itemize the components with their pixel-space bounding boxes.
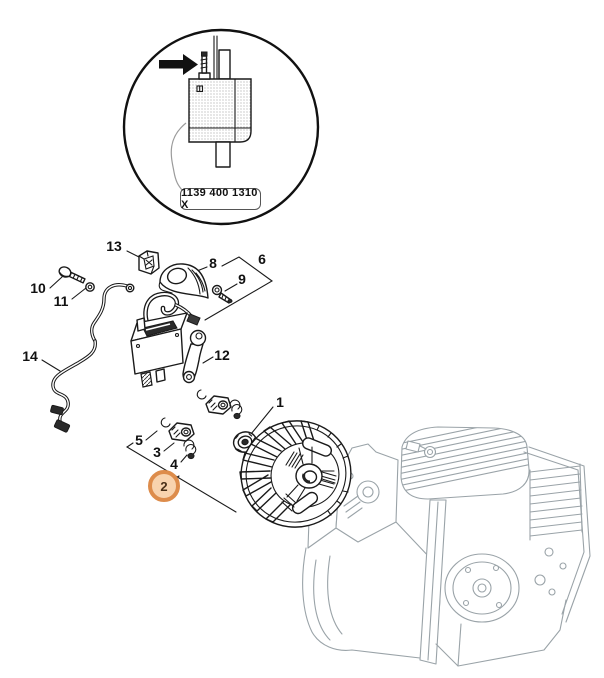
- part-label-8[interactable]: 8: [209, 255, 217, 271]
- flywheel-drawing: [239, 420, 352, 528]
- part-label-9[interactable]: 9: [238, 271, 246, 287]
- part-label-4[interactable]: 4: [170, 456, 178, 472]
- detail-part-number[interactable]: 1139 400 1310 X: [180, 187, 261, 211]
- grommet-drawing: [138, 250, 160, 275]
- part-label-10[interactable]: 10: [30, 280, 46, 296]
- part-label-13[interactable]: 13: [106, 238, 122, 254]
- pawl-kit-lower-drawing: [160, 417, 197, 460]
- part-label-6[interactable]: 6: [258, 251, 266, 267]
- wiring-harness-drawing: [50, 283, 135, 433]
- coil-screw-drawing: [200, 51, 208, 74]
- bolt-drawing: [58, 266, 86, 284]
- part-label-11[interactable]: 11: [53, 293, 69, 309]
- part-hotspot-2-selected[interactable]: 2: [148, 470, 180, 502]
- part-label-2: 2: [160, 478, 168, 494]
- part-label-12[interactable]: 12: [214, 347, 230, 363]
- screw-drawing: [211, 284, 233, 304]
- part-label-14[interactable]: 14: [22, 348, 38, 364]
- part-label-1[interactable]: 1: [276, 394, 284, 410]
- washer-drawing: [85, 282, 95, 292]
- cover-drawing: [158, 263, 209, 299]
- detail-callout-circle: [122, 28, 320, 226]
- lever-drawing: [182, 329, 207, 384]
- part-label-5[interactable]: 5: [135, 432, 143, 448]
- ignition-coil-drawing: [130, 291, 201, 388]
- pawl-kit-upper-drawing: [196, 389, 243, 420]
- part-label-3[interactable]: 3: [153, 444, 161, 460]
- leader-lines: [41, 250, 274, 513]
- detail-arrow-icon: [159, 54, 198, 75]
